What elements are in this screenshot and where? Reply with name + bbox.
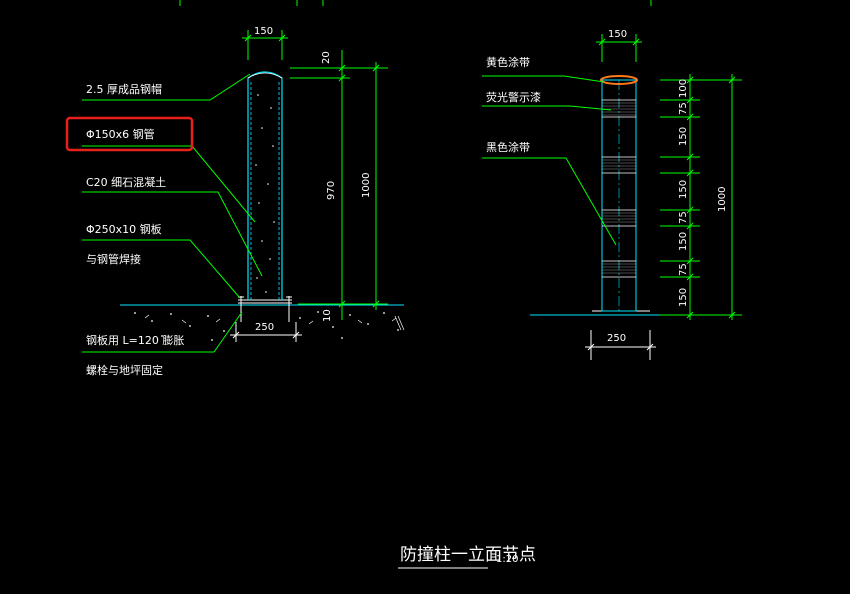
dim-base-width: 250 — [255, 322, 274, 333]
label-reflective: 荧光警示漆 — [486, 90, 541, 104]
ground-slab — [120, 304, 405, 341]
dim-total-height: 1000 — [361, 173, 372, 198]
dim-right-top-width: 150 — [608, 29, 627, 40]
dim-vertical-left — [290, 50, 388, 320]
label-yellow-band: 黄色涂带 — [486, 55, 530, 69]
dim-right-base-width: 250 — [607, 333, 626, 344]
leaders-left — [82, 73, 263, 353]
dim-right-top — [596, 34, 642, 62]
dim-top-150 — [242, 30, 288, 60]
reflective-hatch — [602, 102, 636, 274]
dim-seg-2: 75 — [678, 102, 689, 115]
concrete-fill — [255, 94, 275, 293]
dim-top-width: 150 — [254, 26, 273, 37]
label-steel-cap: 2.5 厚成品钢帽 — [86, 83, 162, 96]
label-bolt-line1: 钢板用 L=120 膨胀 — [86, 333, 184, 347]
dim-seg-1: 100 — [678, 79, 689, 98]
label-black-band: 黑色涂带 — [486, 140, 530, 154]
dim-right-base — [585, 330, 656, 360]
drawing-title-block: 防撞柱一立面节点 1:20 — [398, 545, 536, 569]
dim-seg-3: 150 — [678, 127, 689, 146]
dim-seg-4: 150 — [678, 180, 689, 199]
right-view: 150 250 100 75 150 150 75 — [482, 29, 742, 360]
label-plate-line2: 与钢管焊接 — [86, 252, 141, 266]
drawing-title: 防撞柱一立面节点 — [400, 545, 536, 565]
bollard-column — [600, 75, 638, 312]
highlight-box — [65, 116, 194, 152]
dim-cap-height: 20 — [321, 51, 332, 64]
label-bolt-line2: 螺栓与地坪固定 — [86, 363, 163, 377]
dim-right-total: 1000 — [717, 187, 728, 212]
dim-segments — [660, 74, 742, 320]
dim-seg-7: 75 — [678, 263, 689, 276]
label-concrete: C20 细石混凝土 — [86, 175, 166, 189]
steel-pipe — [247, 71, 283, 300]
top-border-ticks — [179, 0, 652, 6]
drawing-scale: 1:20 — [496, 554, 518, 565]
dim-seg-6: 150 — [678, 232, 689, 251]
anchor-bolt-right — [286, 296, 292, 322]
base-plate — [238, 296, 292, 322]
dim-pipe-height: 970 — [326, 181, 337, 200]
dim-base-250 — [230, 322, 302, 342]
bollard-bands — [602, 99, 636, 278]
dim-seg-5: 75 — [678, 211, 689, 224]
yellow-cap — [600, 75, 638, 85]
label-plate-line1: Φ250x10 钢板 — [86, 222, 162, 236]
label-steel-pipe: Φ150x6 钢管 — [86, 127, 155, 141]
dim-seg-8: 150 — [678, 288, 689, 307]
dim-embed: 10 — [322, 309, 333, 322]
leaders-right — [482, 75, 617, 246]
left-view: 150 20 970 1000 10 250 — [65, 26, 405, 377]
